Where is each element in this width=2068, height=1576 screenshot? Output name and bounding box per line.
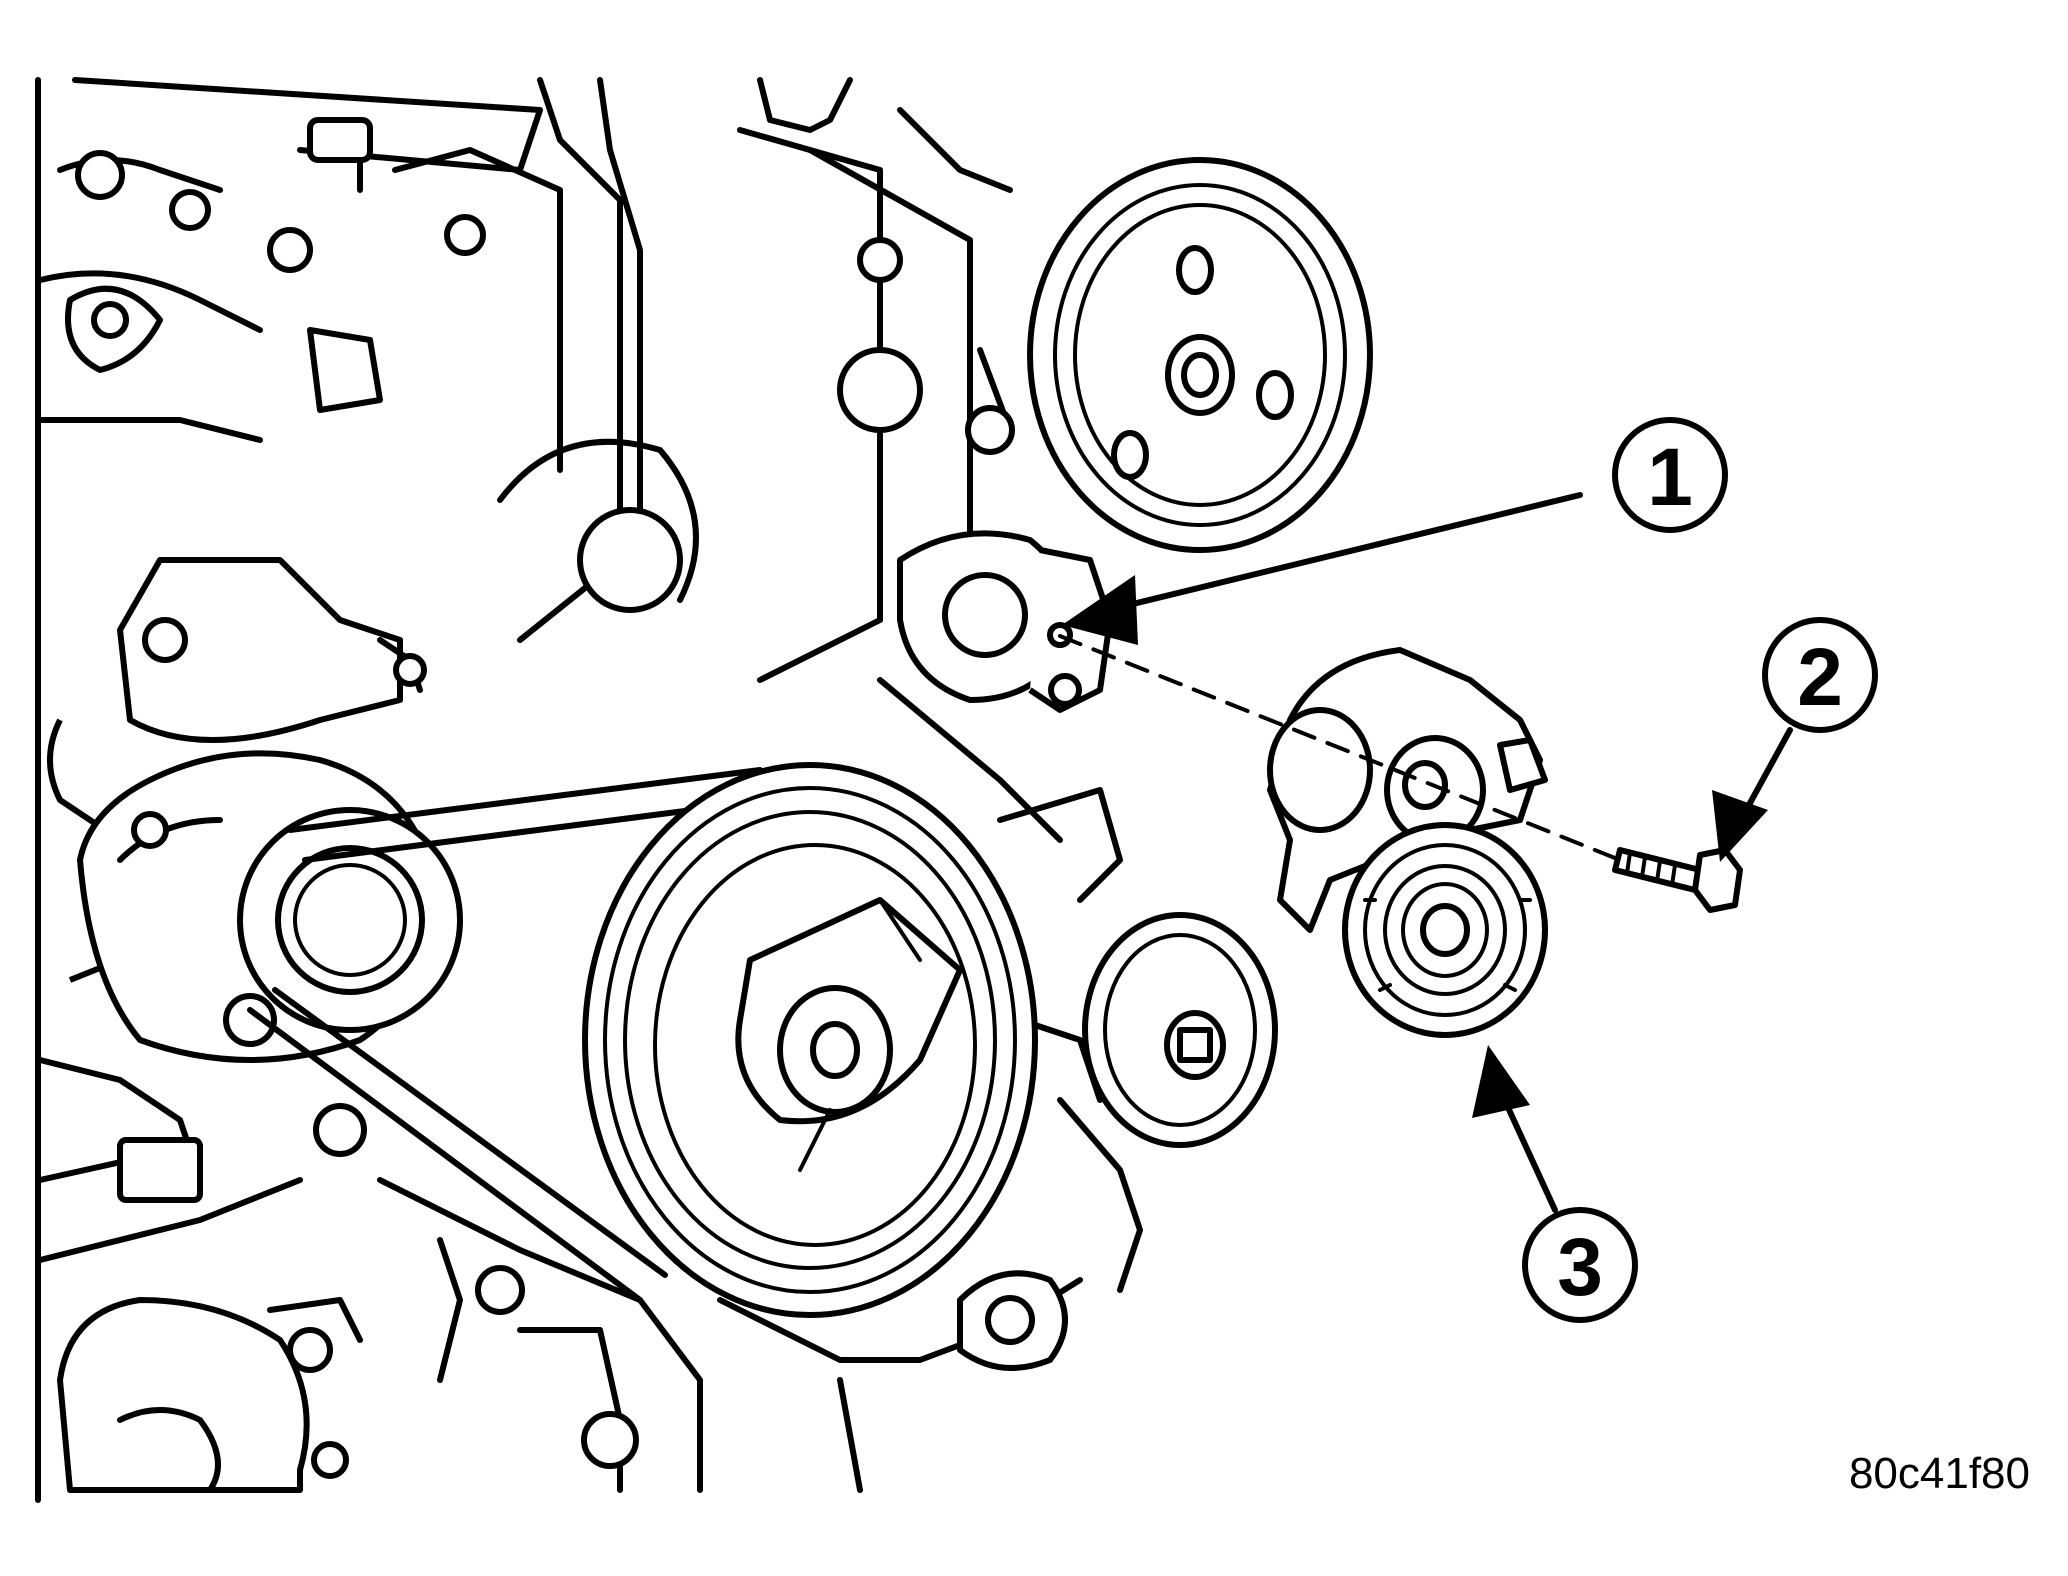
callout-2: 2 [1712,617,1878,862]
callout-1: 1 [1062,417,1728,645]
callout-3: 3 [1472,1045,1638,1323]
callout-1-number: 1 [1647,432,1693,523]
arrowhead-icon [1472,1045,1530,1118]
belt-tensioner [1267,647,1548,1038]
crankshaft-pulley [582,762,1038,1318]
upper-pulley [1027,157,1373,553]
callout-2-number: 2 [1797,632,1843,723]
arrowhead-icon [1062,575,1138,645]
figure-id: 80c41f80 [1849,1449,2030,1498]
arrowhead-icon [1712,790,1768,862]
alternator-pulley [237,807,463,1033]
callout-3-number: 3 [1557,1222,1603,1313]
lower-idler-pulley [1082,912,1278,1148]
assembly-axis-line [1058,634,1627,864]
